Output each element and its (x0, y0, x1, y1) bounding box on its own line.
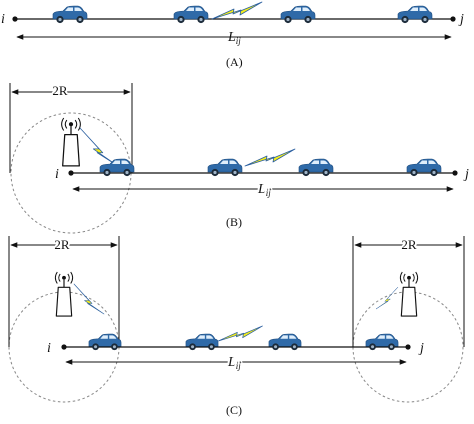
panel-c: 2R 2R i j Lij (C) (8, 235, 465, 417)
car-icon (52, 5, 88, 24)
distance-label: Lij (227, 355, 241, 371)
node-j-dot (450, 16, 456, 22)
node-j-label: j (458, 12, 464, 27)
range-label: 2R (52, 83, 68, 98)
car-icon (280, 5, 316, 24)
node-j-label: j (418, 341, 424, 356)
lightning-icon (244, 148, 296, 167)
node-j-dot (452, 170, 458, 176)
distance-label: Lij (227, 30, 241, 46)
car-icon (397, 5, 433, 24)
car-icon (88, 333, 122, 351)
range-label-right: 2R (401, 237, 417, 252)
lightning-icon (73, 283, 105, 315)
lightning-icon (375, 286, 399, 310)
car-icon (185, 333, 219, 351)
node-i-dot (61, 344, 67, 350)
node-i-label: i (55, 167, 59, 182)
node-i-dot (68, 170, 74, 176)
node-i-dot (12, 16, 18, 22)
car-icon (268, 333, 302, 351)
car-icon (365, 333, 399, 351)
car-icon (173, 5, 209, 24)
lightning-icon (217, 325, 263, 342)
lightning-icon (211, 1, 263, 20)
panel-a: i j Lij (A) (1, 1, 464, 69)
panel-b: 2R i j Lij (B) (9, 81, 469, 234)
caption-a: (A) (226, 55, 243, 69)
distance-label: Lij (257, 182, 271, 198)
base-station-icon (60, 117, 82, 167)
lightning-icon (79, 127, 119, 167)
caption-c: (C) (226, 403, 242, 417)
range-label-left: 2R (54, 237, 70, 252)
caption-b: (B) (226, 215, 242, 229)
node-i-label: i (1, 12, 5, 27)
node-j-label: j (463, 167, 469, 182)
base-station-icon (399, 271, 419, 317)
node-j-dot (405, 344, 411, 350)
coverage-circle-right (352, 291, 464, 403)
base-station-icon (54, 271, 74, 317)
node-i-label: i (47, 341, 51, 356)
